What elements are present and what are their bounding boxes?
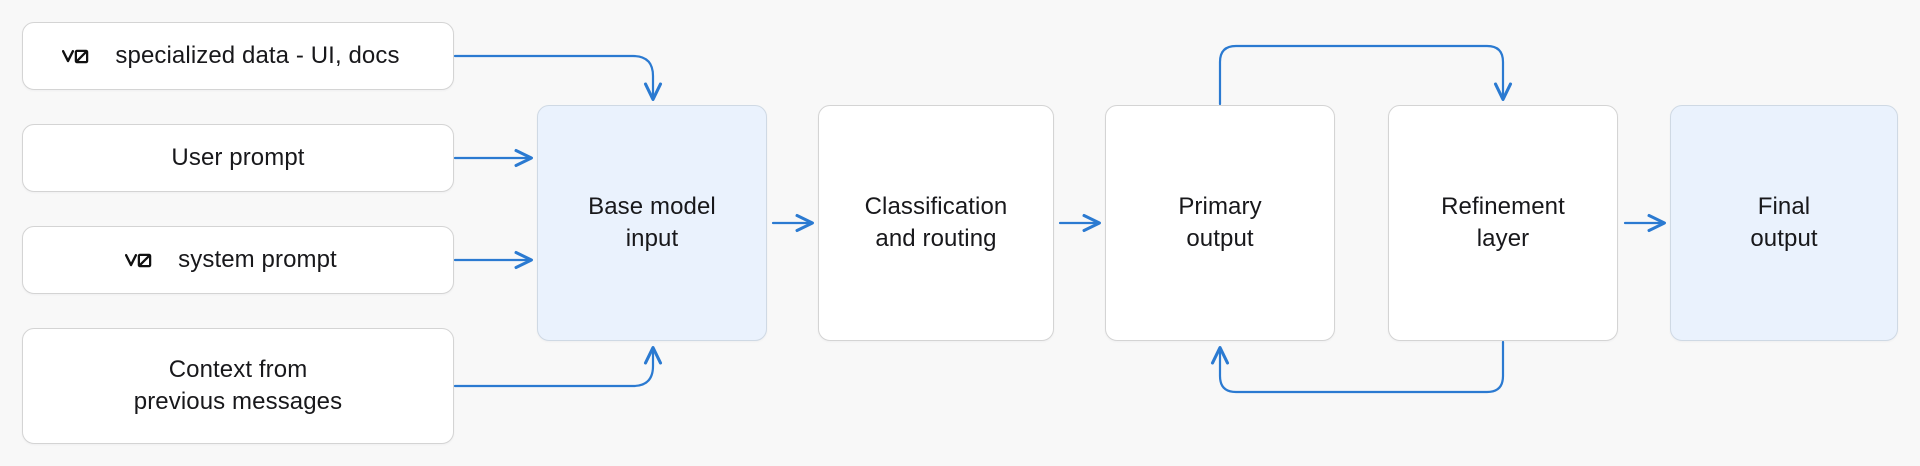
edge-specialized-to-base [453, 54, 653, 99]
node-label: User prompt [171, 144, 305, 172]
node-label: Classification and routing [864, 193, 1008, 252]
node-label: specialized data - UI, docs [115, 42, 400, 70]
node-label: system prompt [178, 246, 337, 274]
node-primary-output[interactable]: Primary output [1105, 105, 1335, 341]
node-system-prompt[interactable]: system prompt [22, 226, 454, 294]
node-label: Refinement layer [1441, 193, 1565, 252]
v0-logo-icon [125, 251, 155, 270]
node-context-previous-messages[interactable]: Context from previous messages [22, 328, 454, 444]
node-refinement-layer[interactable]: Refinement layer [1388, 105, 1618, 341]
node-label: Primary output [1178, 193, 1262, 252]
node-label: Final output [1750, 193, 1818, 252]
node-label: Context from previous messages [133, 356, 343, 415]
node-base-model-input[interactable]: Base model input [537, 105, 767, 341]
node-final-output[interactable]: Final output [1670, 105, 1898, 341]
edge-context-to-base [453, 348, 653, 388]
node-label: Base model input [588, 193, 716, 252]
node-user-prompt[interactable]: User prompt [22, 124, 454, 192]
v0-logo-icon [62, 47, 92, 66]
edge-primary-to-refinement [1218, 44, 1503, 106]
edge-refinement-to-primary [1220, 340, 1505, 394]
node-specialized-data[interactable]: specialized data - UI, docs [22, 22, 454, 90]
node-classification-and-routing[interactable]: Classification and routing [818, 105, 1054, 341]
